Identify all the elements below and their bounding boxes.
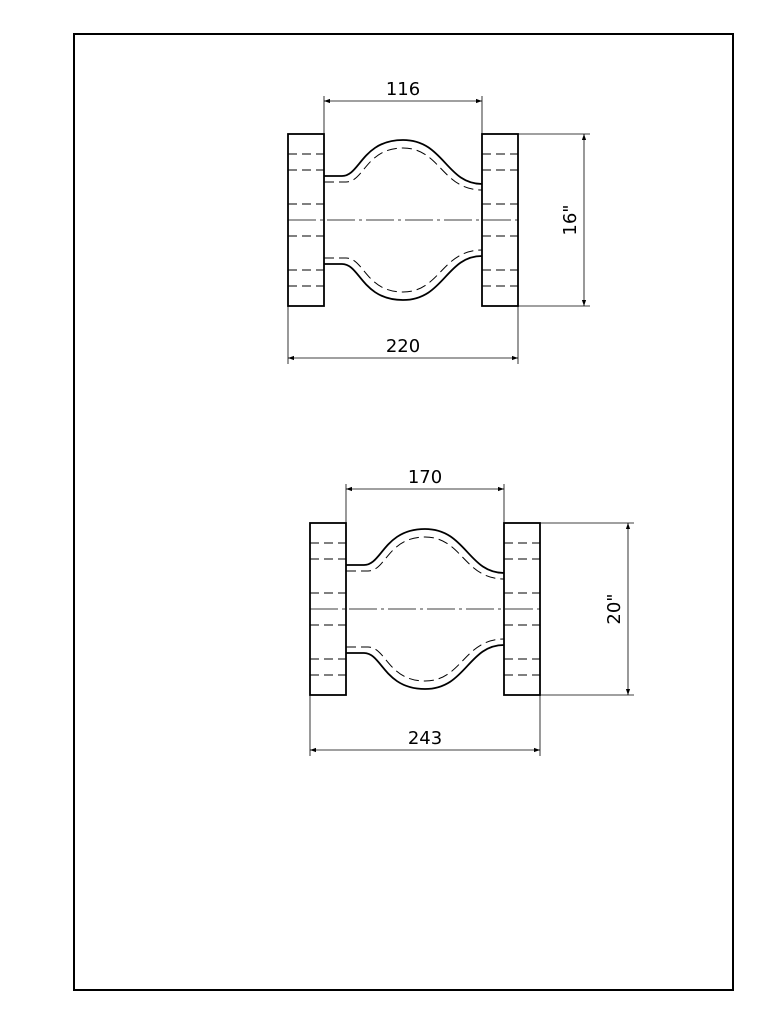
dimension-label-size: 16": [560, 204, 581, 235]
dimension-label-size: 20": [604, 593, 625, 624]
dimension-label-total-length: 220: [386, 336, 420, 357]
dimension-label-inner-length: 116: [386, 79, 420, 100]
dimension-total-length: 220: [287, 306, 519, 364]
dimension-total-length: 243: [309, 695, 541, 756]
dimension-inner-length: 116: [323, 79, 483, 134]
expansion-joint-20in: 170 243 20": [309, 467, 634, 756]
bellows-body: [288, 139, 518, 301]
dimension-label-inner-length: 170: [408, 467, 442, 488]
expansion-joint-16in: 116 220 16": [287, 79, 590, 364]
dimension-size: 20": [540, 522, 634, 696]
dimension-inner-length: 170: [345, 467, 505, 523]
dimension-size: 16": [518, 133, 590, 307]
drawing-frame: [73, 33, 734, 991]
bellows-body: [310, 528, 540, 690]
dimension-label-total-length: 243: [408, 728, 442, 749]
